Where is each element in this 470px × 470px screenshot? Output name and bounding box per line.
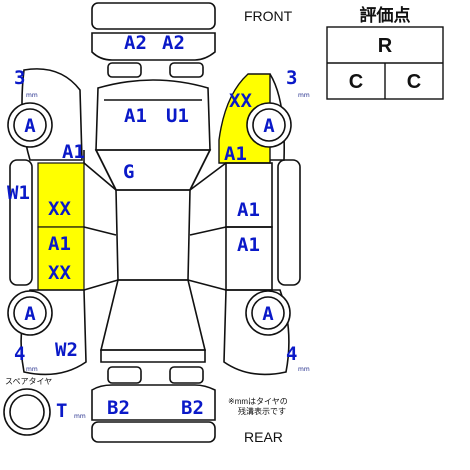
spare-tire bbox=[3, 388, 51, 436]
damage-rear-bumper-right: B2 bbox=[181, 397, 204, 419]
left-rear-door-highlight bbox=[37, 226, 85, 291]
tire-grade-front-left: A bbox=[24, 115, 36, 137]
tread-spare: T bbox=[56, 400, 67, 422]
tread-note-line-1: ※mmはタイヤの bbox=[228, 397, 288, 406]
mm-unit: mm bbox=[298, 92, 310, 99]
tread-note-line-2: 残溝表示です bbox=[238, 406, 286, 416]
rating-exterior: C bbox=[349, 71, 363, 93]
rear-label: REAR bbox=[244, 429, 283, 445]
rating-title: 評価点 bbox=[360, 5, 411, 25]
damage-right-front-door: A1 bbox=[237, 199, 260, 221]
tread-rear-right: 4 bbox=[286, 343, 297, 365]
damage-front-bumper-right: A2 bbox=[162, 32, 185, 54]
mm-unit: mm bbox=[26, 366, 38, 373]
damage-rear-bumper-left: B2 bbox=[107, 397, 130, 419]
damage-hood-right: U1 bbox=[166, 105, 189, 127]
damage-right-fender-1: XX bbox=[229, 90, 252, 112]
damage-hood-left: A1 bbox=[124, 105, 147, 127]
mm-unit: mm bbox=[298, 366, 310, 373]
damage-windshield: G bbox=[123, 161, 134, 183]
tread-front-right: 3 bbox=[286, 67, 297, 89]
front-label: FRONT bbox=[244, 8, 293, 24]
rating-interior: C bbox=[407, 71, 421, 93]
damage-left-fender-area: W1 bbox=[7, 182, 30, 204]
tire-grade-rear-right: A bbox=[262, 303, 274, 325]
mm-unit: mm bbox=[74, 413, 86, 420]
tire-grade-rear-left: A bbox=[24, 303, 36, 325]
tire-grade-front-right: A bbox=[263, 115, 275, 137]
tire-front-right bbox=[246, 102, 292, 148]
damage-right-fender-2: A1 bbox=[224, 143, 247, 165]
damage-right-rear-door: A1 bbox=[237, 234, 260, 256]
spare-tire-label: スペアタイヤ bbox=[5, 377, 52, 386]
vehicle-body bbox=[94, 79, 212, 363]
tire-rear-right bbox=[245, 290, 291, 336]
front-bumper bbox=[91, 2, 216, 78]
mm-unit: mm bbox=[26, 92, 38, 99]
damage-left-front-door: XX bbox=[48, 198, 71, 220]
rating-overall: R bbox=[378, 35, 393, 57]
damage-left-rear-door-1: A1 bbox=[48, 233, 71, 255]
tire-front-left bbox=[7, 102, 53, 148]
damage-left-rear-door-2: XX bbox=[48, 262, 71, 284]
tread-front-left: 3 bbox=[14, 67, 25, 89]
tire-rear-left bbox=[7, 290, 53, 336]
rating-table bbox=[326, 26, 444, 100]
rear-bumper bbox=[91, 366, 216, 443]
left-front-door-highlight bbox=[37, 162, 85, 228]
damage-left-rear-quarter: W2 bbox=[55, 339, 78, 361]
tread-rear-left: 4 bbox=[14, 343, 25, 365]
damage-left-fender: A1 bbox=[62, 141, 85, 163]
right-side bbox=[187, 73, 301, 376]
damage-front-bumper-left: A2 bbox=[124, 32, 147, 54]
